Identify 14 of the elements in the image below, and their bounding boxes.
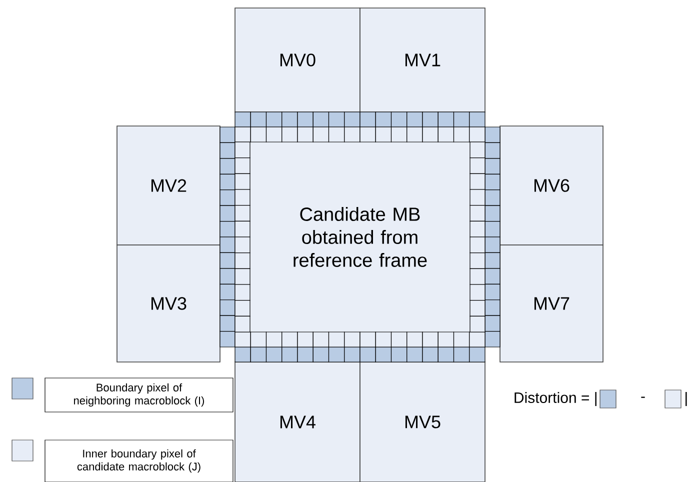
formula-text: | xyxy=(686,392,687,406)
formula-text: - xyxy=(641,396,645,398)
legend-label: Boundary pixel of neighboring macroblock (I) xyxy=(44,378,234,412)
formula-text: Distortion = | xyxy=(514,392,596,406)
motion-vector-block: MV7 xyxy=(500,244,604,362)
motion-vector-block: MV1 xyxy=(360,8,486,112)
motion-vector-block: MV0 xyxy=(234,8,360,112)
motion-vector-block: MV4 xyxy=(234,362,360,482)
motion-vector-block: MV6 xyxy=(500,126,604,246)
node-label: MV4 xyxy=(280,416,316,428)
motion-vector-block: MV2 xyxy=(116,126,220,246)
motion-vector-block: MV3 xyxy=(116,244,220,362)
legend-label: Inner boundary pixel of candidate macroblock (J) xyxy=(44,440,234,482)
motion-vector-block: MV5 xyxy=(360,362,486,482)
